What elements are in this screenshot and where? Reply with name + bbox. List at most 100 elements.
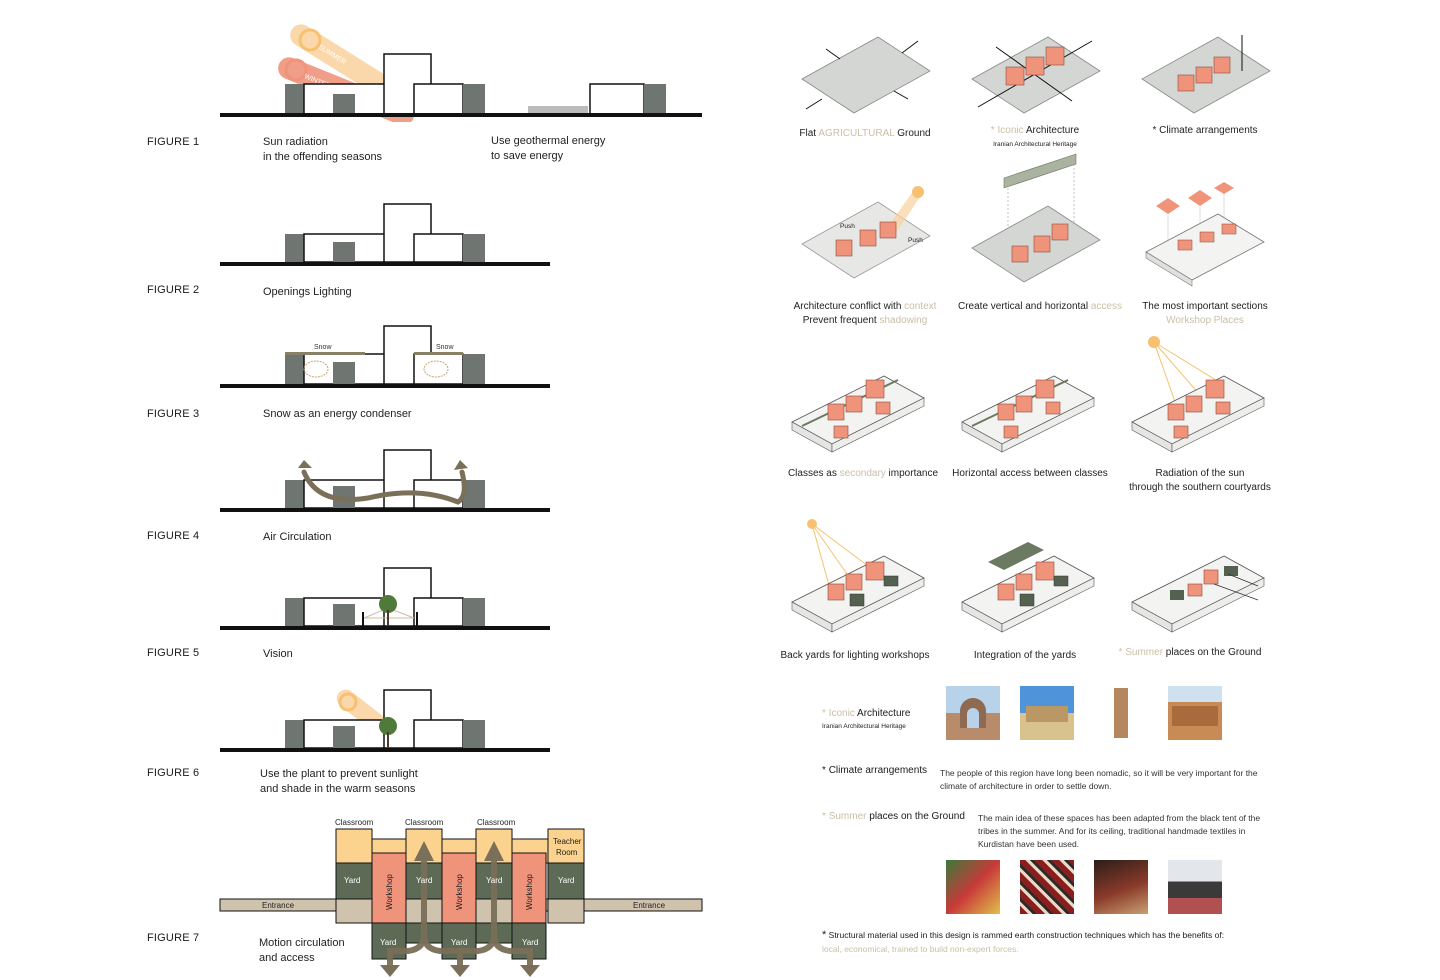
figure6-label: FIGURE 6 <box>147 767 200 779</box>
figure7-caption-line1: Motion circulation <box>259 937 345 949</box>
plan-classroom-label-1: Classroom <box>335 818 374 827</box>
note-iconic-b: Architecture <box>854 708 911 719</box>
figure1-label: FIGURE 1 <box>147 136 200 148</box>
figure6-caption-line2: and shade in the warm seasons <box>260 783 416 795</box>
diagram-back-yards <box>791 519 925 633</box>
figure4-section-drawing <box>220 449 550 512</box>
diagram1-caption: Flat AGRICULTURAL Ground <box>790 127 940 141</box>
note-iconic-sub: Iranian Architectural Heritage <box>822 723 906 730</box>
diagram-vertical-horizontal-access <box>971 153 1101 283</box>
diagram6-caption-b: Workshop Places <box>1166 315 1244 326</box>
diagram3-caption-a: Climate arrangements <box>1159 125 1258 136</box>
note-structural-b: local, economical, trained to build non-… <box>822 944 1019 954</box>
photo-nomad-women <box>946 860 1000 914</box>
diagram4-caption-d: shadowing <box>879 315 928 326</box>
diagram6-caption-a: The most important sections <box>1142 301 1268 312</box>
diagram5-caption-a: Create vertical and horizontal <box>958 301 1091 312</box>
figure1-caption-line4: to save energy <box>491 150 564 162</box>
plan-classroom-label-2: Classroom <box>405 818 444 827</box>
plan-yard-label-6: Yard <box>451 938 467 947</box>
figure1-caption-line3: Use geothermal energy <box>491 135 606 147</box>
diagram2-caption-a: Iconic <box>997 125 1024 136</box>
note-climate-star: * <box>822 765 826 776</box>
figure3-section-drawing: Snow Snow <box>220 325 550 388</box>
diagram9-caption-a: Radiation of the sun <box>1155 468 1245 479</box>
note-structural: * Structural material used in this desig… <box>822 928 1224 956</box>
figure6-caption: Use the plant to prevent sunlight and sh… <box>260 767 418 797</box>
diagram-integration-yards <box>961 542 1095 633</box>
plan-classroom-label-3: Classroom <box>477 818 516 827</box>
figure6-section-drawing <box>220 689 550 752</box>
note-summer-a: Summer <box>828 811 867 822</box>
note-structural-line1: * Structural material used in this desig… <box>822 928 1224 942</box>
diagram4-caption-line2: Prevent frequent shadowing <box>780 314 950 328</box>
diagram1-caption-c: Ground <box>894 128 931 139</box>
note-summer-text-line1: The main idea of these spaces has been a… <box>978 813 1261 823</box>
diagram-climate-arrangements <box>1141 35 1271 114</box>
figure5-label: FIGURE 5 <box>147 647 200 659</box>
diagram7-caption: Classes as secondary importance <box>778 467 948 481</box>
diagram-classes-secondary <box>791 375 925 453</box>
snow-label-right: Snow <box>436 344 454 351</box>
diagram-horizontal-access <box>961 375 1095 453</box>
plan-workshop-label-2: Workshop <box>455 874 464 910</box>
figure4-label: FIGURE 4 <box>147 530 200 542</box>
note-summer-text-line3: Kurdistan have been used. <box>978 839 1080 849</box>
figure6-caption-line1: Use the plant to prevent sunlight <box>260 768 418 780</box>
plan-yard-label-3: Yard <box>486 876 502 885</box>
note-summer-b: places on the Ground <box>866 811 965 822</box>
diagram4-caption-c: Prevent frequent <box>802 315 880 326</box>
diagram-sun-radiation <box>1131 336 1265 453</box>
diagram3-caption: * Climate arrangements <box>1130 124 1280 138</box>
diagram3-star: * <box>1152 125 1157 136</box>
diagram4-caption-b: context <box>904 301 937 312</box>
diagram4-caption: Architecture conflict with context Preve… <box>780 300 950 328</box>
plan-teacher-label-1: Teacher <box>553 837 582 846</box>
plan-teacher-label-2: Room <box>556 848 578 857</box>
note-iconic-star: * <box>822 708 826 719</box>
push-label-2: Push <box>908 237 923 244</box>
diagram5-caption-b: access <box>1090 301 1122 312</box>
diagram-important-sections <box>1145 182 1265 287</box>
diagram12-caption-a: Summer <box>1125 647 1164 658</box>
note-iconic: * Iconic Architecture Iranian Architectu… <box>822 707 910 733</box>
plan-yard-label-4: Yard <box>558 876 574 885</box>
note-summer-star: * <box>822 811 826 822</box>
plan-yard-label-5: Yard <box>380 938 396 947</box>
figure2-section-drawing <box>220 203 550 266</box>
diagram2-caption: * Iconic Architecture Iranian Architectu… <box>960 124 1110 152</box>
diagram4-caption-a: Architecture conflict with <box>793 301 905 312</box>
figure3-caption: Snow as an energy condenser <box>263 408 412 420</box>
figure1-caption-geothermal: Use geothermal energy to save energy <box>491 134 605 164</box>
diagram7-caption-a: Classes as <box>787 468 840 479</box>
plan-entrance-label-right: Entrance <box>633 901 666 910</box>
photo-brick-wall <box>1168 686 1222 740</box>
photo-weaving-hands <box>1094 860 1148 914</box>
figure1-caption-line1: Sun radiation <box>263 136 328 148</box>
push-label-1: Push <box>840 223 855 230</box>
diagram2-caption-b: Architecture <box>1023 125 1080 136</box>
figure7-plan-drawing: Classroom Classroom Classroom Teacher Ro… <box>219 818 703 977</box>
diagram11-caption: Integration of the yards <box>973 650 1077 661</box>
figure2-caption: Openings Lighting <box>263 286 352 298</box>
diagram9-caption: Radiation of the sun through the souther… <box>1110 467 1290 495</box>
note-summer-title: * Summer places on the Ground <box>822 811 965 822</box>
diagram-iconic-architecture <box>971 36 1101 114</box>
diagram1-caption-b: AGRICULTURAL <box>818 128 895 139</box>
diagram4-caption-line1: Architecture conflict with context <box>780 300 950 314</box>
plan-yard-label-1: Yard <box>344 876 360 885</box>
note-climate-text-line1: The people of this region have long been… <box>940 768 1258 778</box>
plan-entrance-label-left: Entrance <box>262 901 295 910</box>
note-summer-text: The main idea of these spaces has been a… <box>978 812 1260 851</box>
photo-black-tent <box>1168 860 1222 914</box>
diagram7-caption-c: importance <box>885 468 939 479</box>
diagram2-star: * <box>990 125 995 136</box>
diagram12-star: * <box>1118 647 1123 658</box>
diagram2-subcaption: Iranian Architectural Heritage <box>993 141 1077 148</box>
figure5-section-drawing <box>220 567 550 630</box>
snow-label-left: Snow <box>314 344 332 351</box>
note-structural-star: * <box>822 929 827 941</box>
diagram7-caption-b: secondary <box>839 468 886 479</box>
plan-yard-label-7: Yard <box>522 938 538 947</box>
note-iconic-a: Iconic <box>828 708 855 719</box>
